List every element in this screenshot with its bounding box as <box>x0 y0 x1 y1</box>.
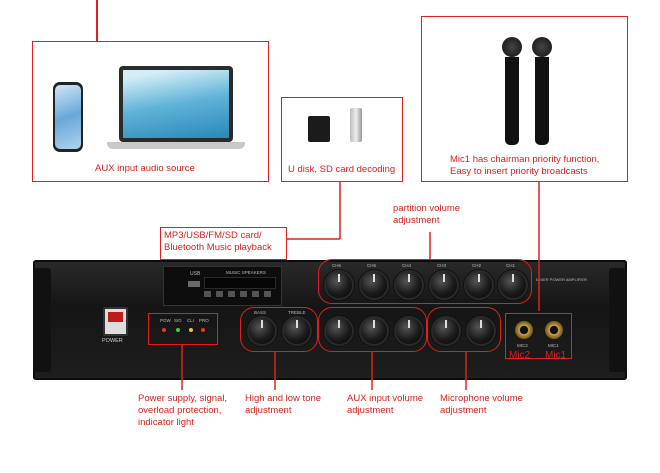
power-switch[interactable] <box>103 307 128 336</box>
tone-line1: High and low tone <box>245 393 322 404</box>
mic1-line2: Easy to insert priority broadcasts <box>450 166 588 177</box>
mp3-label: MP3/USB/FM/SD card/ Bluetooth Music play… <box>164 230 272 254</box>
mic1-box: Mic1 has chairman priority function, Eas… <box>421 16 628 182</box>
partition-line2: adjustment <box>393 215 440 226</box>
player-title: MUSIC SPEAKERS <box>226 270 267 275</box>
mic-volume-box <box>427 307 501 352</box>
mp3-line2: Bluetooth Music playback <box>164 242 272 253</box>
zone-knob-ch2[interactable] <box>466 272 492 298</box>
led-label-pow: POW <box>160 318 171 323</box>
bass-knob[interactable] <box>249 318 275 344</box>
indicator-box <box>148 313 218 345</box>
smartphone-image <box>53 82 83 152</box>
mic2-jack[interactable] <box>515 321 533 339</box>
mic1-jack[interactable] <box>545 321 563 339</box>
laptop-base <box>107 142 245 149</box>
mic2-jack-label: MIC2 <box>517 343 528 348</box>
partition-label: partition volume adjustment <box>393 203 460 227</box>
microphone-image <box>532 37 552 147</box>
led-sig <box>176 328 180 332</box>
rack-ear-left <box>33 268 51 372</box>
zone-label-ch1: CH1 <box>506 263 516 268</box>
usb-port[interactable] <box>188 281 200 287</box>
player-module: USB MUSIC SPEAKERS <box>163 266 282 306</box>
tone-box <box>240 307 318 352</box>
power-line3: indicator light <box>138 417 194 428</box>
mic-vol-line1: Microphone volume <box>440 393 523 404</box>
zone-knob-ch5[interactable] <box>361 272 387 298</box>
zone-label-ch5: CH5 <box>367 263 377 268</box>
led-label-sig: SIG <box>174 318 182 323</box>
led-pow <box>162 328 166 332</box>
partition-line1: partition volume <box>393 203 461 214</box>
led-label-pro: PRO <box>199 318 209 323</box>
laptop-image <box>119 66 233 142</box>
mic-knob-1[interactable] <box>433 318 459 344</box>
led-cli <box>189 328 193 332</box>
player-display <box>204 277 276 289</box>
tone-description: High and low tone adjustment <box>245 393 321 417</box>
zone-knob-ch4[interactable] <box>396 272 422 298</box>
aux-volume-box <box>318 307 427 352</box>
zone-label-ch2: CH2 <box>472 263 482 268</box>
aux-knob-2[interactable] <box>361 318 387 344</box>
aux-vol-line2: adjustment <box>347 405 394 416</box>
partition-box <box>318 259 532 304</box>
aux-vol-line1: AUX input volume <box>347 393 424 404</box>
player-buttons[interactable] <box>204 291 274 297</box>
usb-drive-image <box>350 108 362 142</box>
udisk-label: U disk, SD card decoding <box>288 164 396 175</box>
connector-line <box>96 0 98 42</box>
mic1-description: Mic1 has chairman priority function, Eas… <box>450 154 599 178</box>
power-description: Power supply, signal, overload protectio… <box>138 393 227 429</box>
power-line1: Power supply, signal, <box>138 393 228 404</box>
mp3-label-box <box>160 227 287 260</box>
zone-knob-ch3[interactable] <box>431 272 457 298</box>
rack-ear-right <box>609 268 627 372</box>
aux-knob-3[interactable] <box>396 318 422 344</box>
treble-label: TREBLE <box>288 310 306 315</box>
zone-knob-ch6[interactable] <box>326 272 352 298</box>
mic1-line1: Mic1 has chairman priority function, <box>450 154 600 165</box>
led-pro <box>201 328 205 332</box>
brand-text: MIXER POWER AMPLIFIER <box>536 277 587 282</box>
mic-vol-line2: adjustment <box>440 405 487 416</box>
bass-label: BASS <box>254 310 267 315</box>
aux-knob-1[interactable] <box>326 318 352 344</box>
led-label-cli: CLI <box>187 318 195 323</box>
usb-label: USB <box>190 271 201 277</box>
aux-source-box: AUX input audio source <box>32 41 269 182</box>
mic-knob-2[interactable] <box>468 318 494 344</box>
treble-knob[interactable] <box>284 318 310 344</box>
microphone-image <box>502 37 522 147</box>
zone-knob-ch1[interactable] <box>500 272 526 298</box>
aux-source-label: AUX input audio source <box>95 163 195 174</box>
mic-volume-description: Microphone volume adjustment <box>440 393 523 417</box>
mic-jacks-box <box>505 313 572 359</box>
mic1-jack-label: MIC1 <box>548 343 559 348</box>
mic2-tag: Mic2 <box>509 350 531 361</box>
mic1-tag: Mic1 <box>545 350 567 361</box>
zone-label-ch4: CH4 <box>402 263 412 268</box>
power-label: POWER <box>102 338 123 344</box>
sd-card-image <box>308 116 330 142</box>
zone-label-ch3: CH3 <box>437 263 447 268</box>
udisk-box: U disk, SD card decoding <box>281 97 403 182</box>
aux-volume-description: AUX input volume adjustment <box>347 393 423 417</box>
tone-line2: adjustment <box>245 405 292 416</box>
mp3-line1: MP3/USB/FM/SD card/ <box>164 230 262 241</box>
zone-label-ch6: CH6 <box>332 263 342 268</box>
power-line2: overload protection, <box>138 405 222 416</box>
